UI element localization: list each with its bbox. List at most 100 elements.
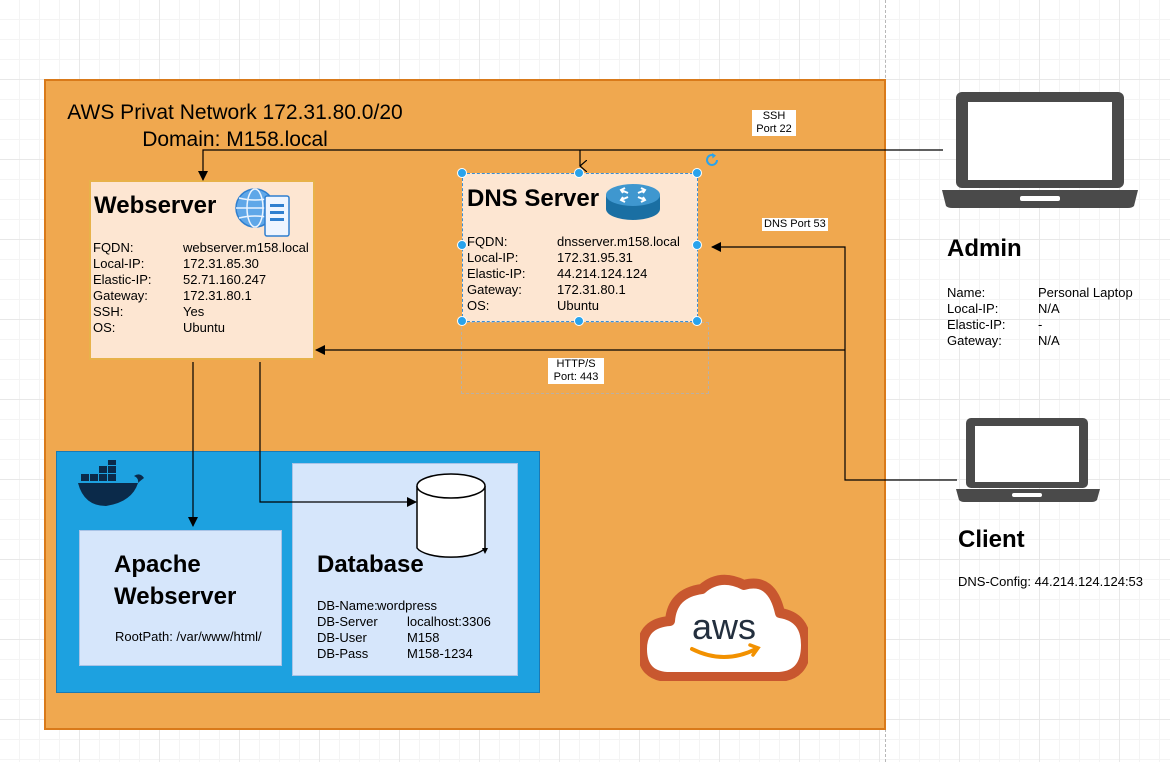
webserver-title: Webserver <box>94 192 217 219</box>
admin-laptop-icon <box>942 92 1138 208</box>
detail-row: Local-IP: N/A <box>947 301 1133 317</box>
ssh-port-label: SSH Port 22 <box>752 110 796 136</box>
detail-value: Personal Laptop <box>1038 285 1133 300</box>
detail-row: DB-Name:wordpress <box>317 598 491 614</box>
http-group-outline <box>461 322 709 394</box>
detail-row: Gateway:172.31.80.1 <box>93 288 309 304</box>
detail-row: Local-IP: 172.31.95.31 <box>467 250 680 266</box>
docker-whale-icon <box>78 460 144 506</box>
globe-server-icon <box>235 188 290 237</box>
database-box[interactable]: Database DB-Name:wordpress DB-Server loca… <box>292 463 518 676</box>
resize-handle[interactable] <box>457 168 467 178</box>
database-title: Database <box>317 551 424 578</box>
detail-value: M158 <box>407 630 440 645</box>
detail-key: Elastic-IP: <box>93 272 152 287</box>
network-title-line1: AWS Privat Network 172.31.80.0/20 <box>67 101 403 124</box>
detail-row: Elastic-IP: - <box>947 317 1133 333</box>
detail-row: OS: Ubuntu <box>467 298 680 314</box>
detail-value: N/A <box>1038 301 1060 316</box>
network-title: AWS Privat Network 172.31.80.0/20 Domain… <box>50 99 420 153</box>
detail-key: Gateway: <box>93 288 148 303</box>
detail-row: DB-Pass M158-1234 <box>317 646 491 662</box>
detail-value: 44.214.124.124 <box>557 266 648 281</box>
apache-title: Apache Webserver <box>114 549 236 613</box>
resize-handle[interactable] <box>457 240 467 250</box>
detail-value: 172.31.95.31 <box>557 250 633 265</box>
detail-value: - <box>1038 317 1043 332</box>
detail-value: localhost:3306 <box>407 614 491 629</box>
detail-row: Elastic-IP: 44.214.124.124 <box>467 266 680 282</box>
admin-title: Admin <box>947 235 1022 262</box>
detail-row: Gateway: 172.31.80.1 <box>467 282 680 298</box>
detail-key: FQDN: <box>467 234 508 249</box>
detail-key: Local-IP: <box>93 256 145 271</box>
detail-value: 52.71.160.247 <box>183 272 267 287</box>
network-domain: Domain: M158.local <box>142 128 328 151</box>
detail-value: Ubuntu <box>183 320 225 335</box>
admin-details: Name: Personal Laptop Local-IP: N/A Elasti… <box>947 285 1133 349</box>
resize-handle[interactable] <box>574 168 584 178</box>
client-dns-config: DNS-Config: 44.214.124.124:53 <box>958 574 1144 589</box>
detail-key: DB-Pass <box>317 646 369 661</box>
http-label-line2: Port: 443 <box>553 371 599 383</box>
database-details: DB-Name:wordpress DB-Server localhost:330… <box>317 598 491 662</box>
apache-title-line1: Apache <box>114 551 201 578</box>
detail-key: FQDN: <box>93 240 134 255</box>
webserver-details: FQDN: webserver.m158.local Local-IP: 172.3… <box>93 240 309 336</box>
ssh-label-line2: Port 22 <box>756 123 792 135</box>
resize-handle[interactable] <box>457 316 467 326</box>
detail-value: Yes <box>183 304 205 319</box>
detail-key: Elastic-IP: <box>467 266 526 281</box>
resize-handle[interactable] <box>692 168 702 178</box>
resize-handle[interactable] <box>574 316 584 326</box>
dns-connector[interactable] <box>711 242 957 481</box>
webserver-database-connector[interactable] <box>259 362 417 507</box>
detail-value: 172.31.80.1 <box>557 282 626 297</box>
detail-key: Local-IP: <box>467 250 519 265</box>
detail-key: Elastic-IP: <box>947 317 1006 332</box>
detail-row: Local-IP: 172.31.85.30 <box>93 256 309 272</box>
resize-handle[interactable] <box>692 240 702 250</box>
resize-handle[interactable] <box>692 316 702 326</box>
detail-key: DB-Name: <box>317 598 378 613</box>
detail-value: wordpress <box>377 598 437 613</box>
detail-key: Local-IP: <box>947 301 999 316</box>
detail-key: DB-Server <box>317 614 378 629</box>
detail-value: Ubuntu <box>557 298 599 313</box>
detail-row: DB-Server localhost:3306 <box>317 614 491 630</box>
aws-logo-text: aws <box>692 606 756 647</box>
apache-title-line2: Webserver <box>114 583 237 610</box>
detail-row: FQDN: dnsserver.m158.local <box>467 234 680 250</box>
ssh-label-line1: SSH <box>762 110 786 122</box>
detail-value: dnsserver.m158.local <box>557 234 680 249</box>
detail-row: Gateway: N/A <box>947 333 1133 349</box>
detail-key: Name: <box>947 285 986 300</box>
router-icon <box>606 184 660 220</box>
client-title: Client <box>958 526 1025 553</box>
database-cylinder-icon <box>416 473 488 558</box>
ssh-connector[interactable] <box>198 149 943 181</box>
detail-row: Elastic-IP: 52.71.160.247 <box>93 272 309 288</box>
aws-cloud-logo: aws <box>640 574 808 681</box>
dns-port-label: DNS Port 53 <box>762 218 828 231</box>
detail-key: Gateway: <box>467 282 522 297</box>
detail-key: OS: <box>467 298 490 313</box>
detail-key: Gateway: <box>947 333 1002 348</box>
http-port-label: HTTP/S Port: 443 <box>548 358 604 384</box>
detail-row: SSH: Yes <box>93 304 309 320</box>
detail-key: DB-User <box>317 630 367 645</box>
detail-row: OS: Ubuntu <box>93 320 309 336</box>
apache-rootpath: RootPath: /var/www/html/ <box>115 629 262 644</box>
detail-key: OS: <box>93 320 116 335</box>
http-label-line1: HTTP/S <box>556 358 596 370</box>
detail-value: M158-1234 <box>407 646 473 661</box>
rotate-handle-icon[interactable] <box>704 152 720 168</box>
apache-webserver-box[interactable]: Apache Webserver RootPath: /var/www/html… <box>79 530 282 666</box>
detail-key: SSH: <box>93 304 124 319</box>
detail-value: webserver.m158.local <box>183 240 309 255</box>
detail-value: 172.31.85.30 <box>183 256 259 271</box>
detail-value: N/A <box>1038 333 1060 348</box>
detail-row: DB-User M158 <box>317 630 491 646</box>
dns-server-details: FQDN: dnsserver.m158.local Local-IP: 172.3… <box>467 234 680 314</box>
